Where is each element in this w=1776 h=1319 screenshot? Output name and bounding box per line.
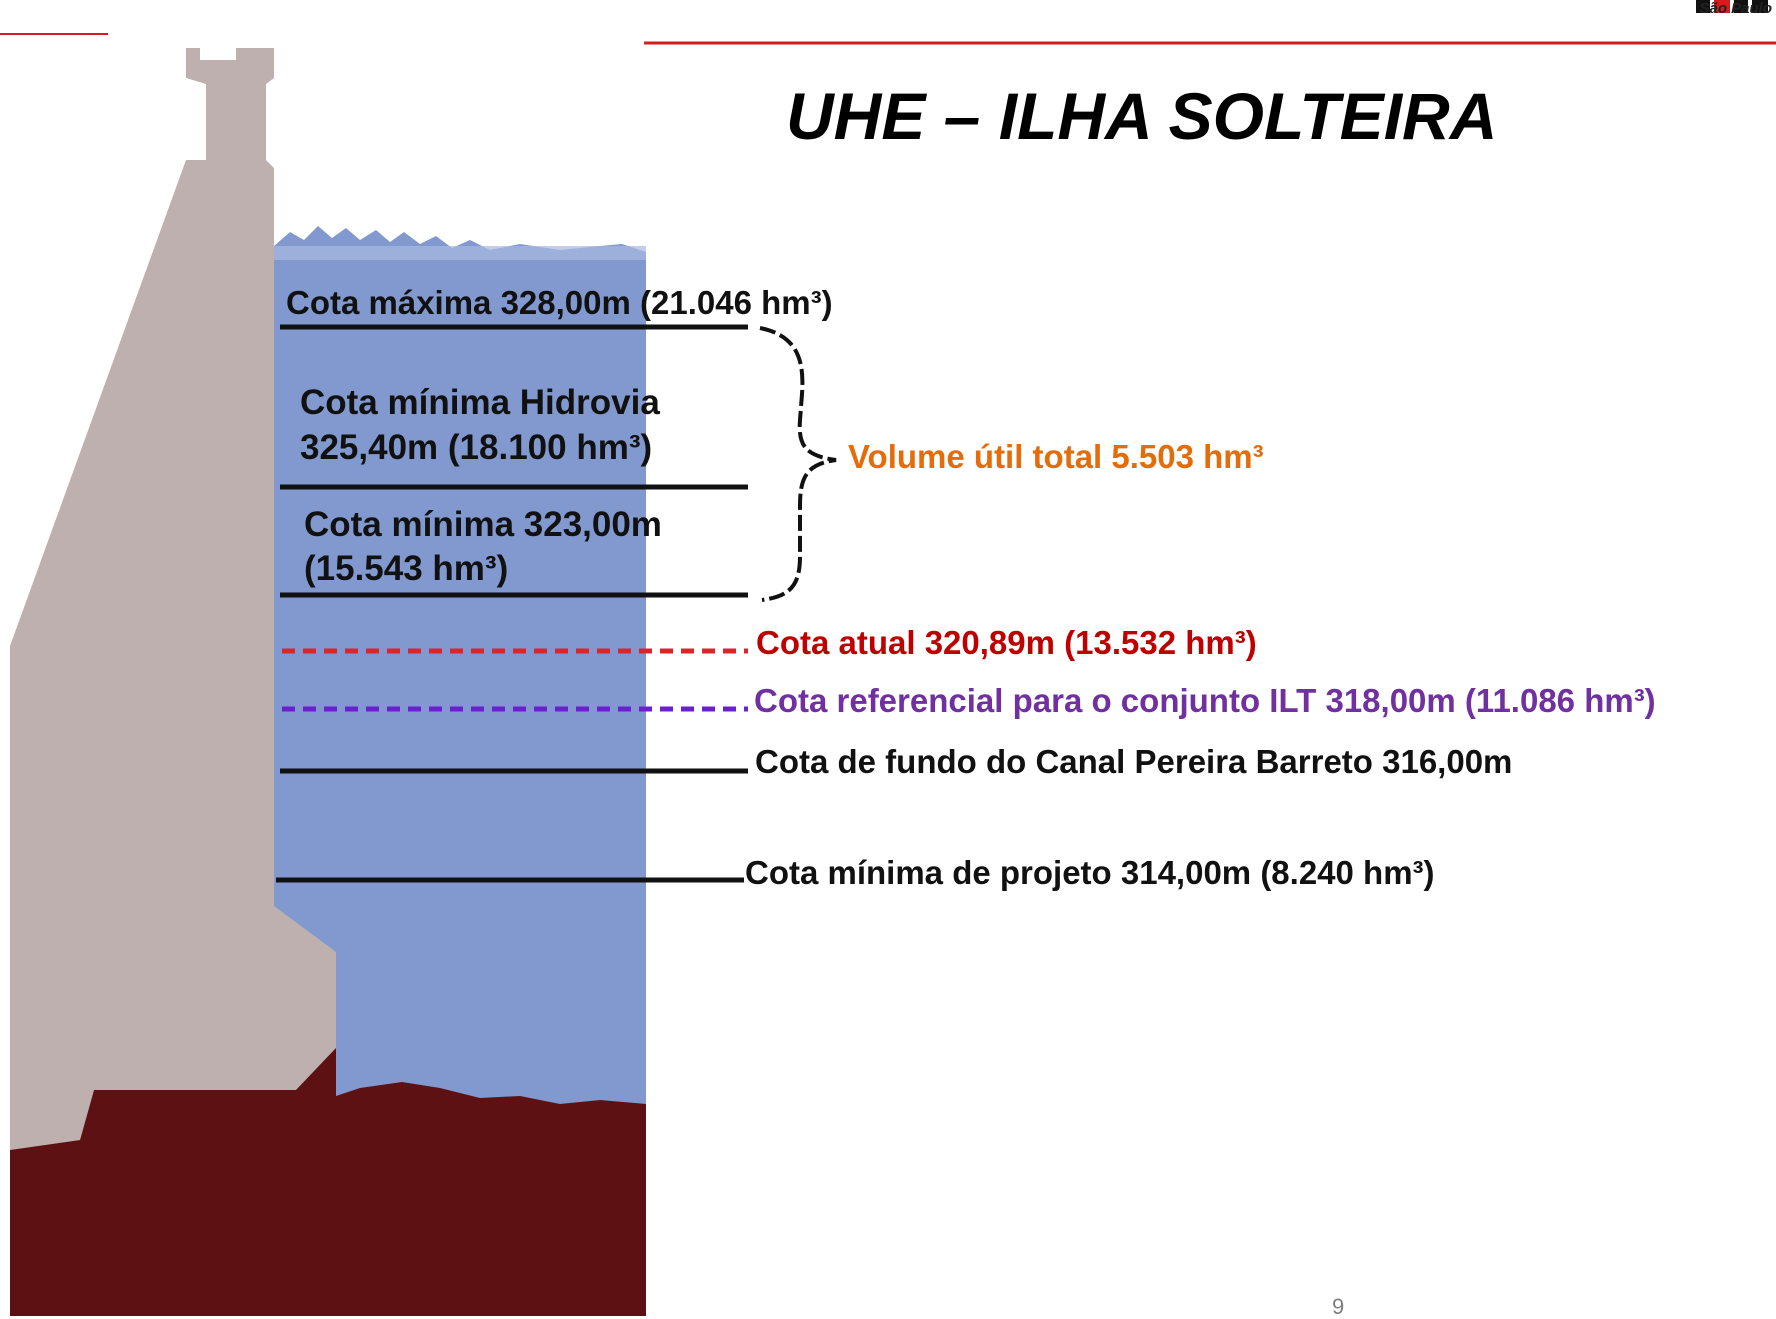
slide-title: UHE – ILHA SOLTEIRA xyxy=(786,79,1498,153)
label-max-level: Cota máxima 328,00m (21.046 hm³) xyxy=(286,284,833,321)
label-useful-volume: Volume útil total 5.503 hm³ xyxy=(848,438,1264,475)
label-project-min: Cota mínima de projeto 314,00m (8.240 hm… xyxy=(745,854,1435,891)
dam-body xyxy=(10,48,336,1150)
label-current-level: Cota atual 320,89m (13.532 hm³) xyxy=(756,624,1257,661)
brand-logo-icon xyxy=(1696,0,1768,13)
label-hidrovia-line2: 325,40m (18.100 hm³) xyxy=(300,428,653,467)
label-minimum-line1: Cota mínima 323,00m xyxy=(304,505,662,544)
label-minimum-line2: (15.543 hm³) xyxy=(304,549,509,588)
water-surface-crest xyxy=(274,246,646,260)
label-reference-level: Cota referencial para o conjunto ILT 318… xyxy=(754,682,1656,719)
useful-volume-brace xyxy=(759,326,837,602)
riverbed-rock xyxy=(10,1048,646,1316)
brand-caption: São Paulo xyxy=(1699,0,1772,17)
label-canal-bottom: Cota de fundo do Canal Pereira Barreto 3… xyxy=(755,743,1513,780)
label-hidrovia-line1: Cota mínima Hidrovia xyxy=(300,383,660,422)
page-number: 9 xyxy=(1332,1294,1345,1319)
